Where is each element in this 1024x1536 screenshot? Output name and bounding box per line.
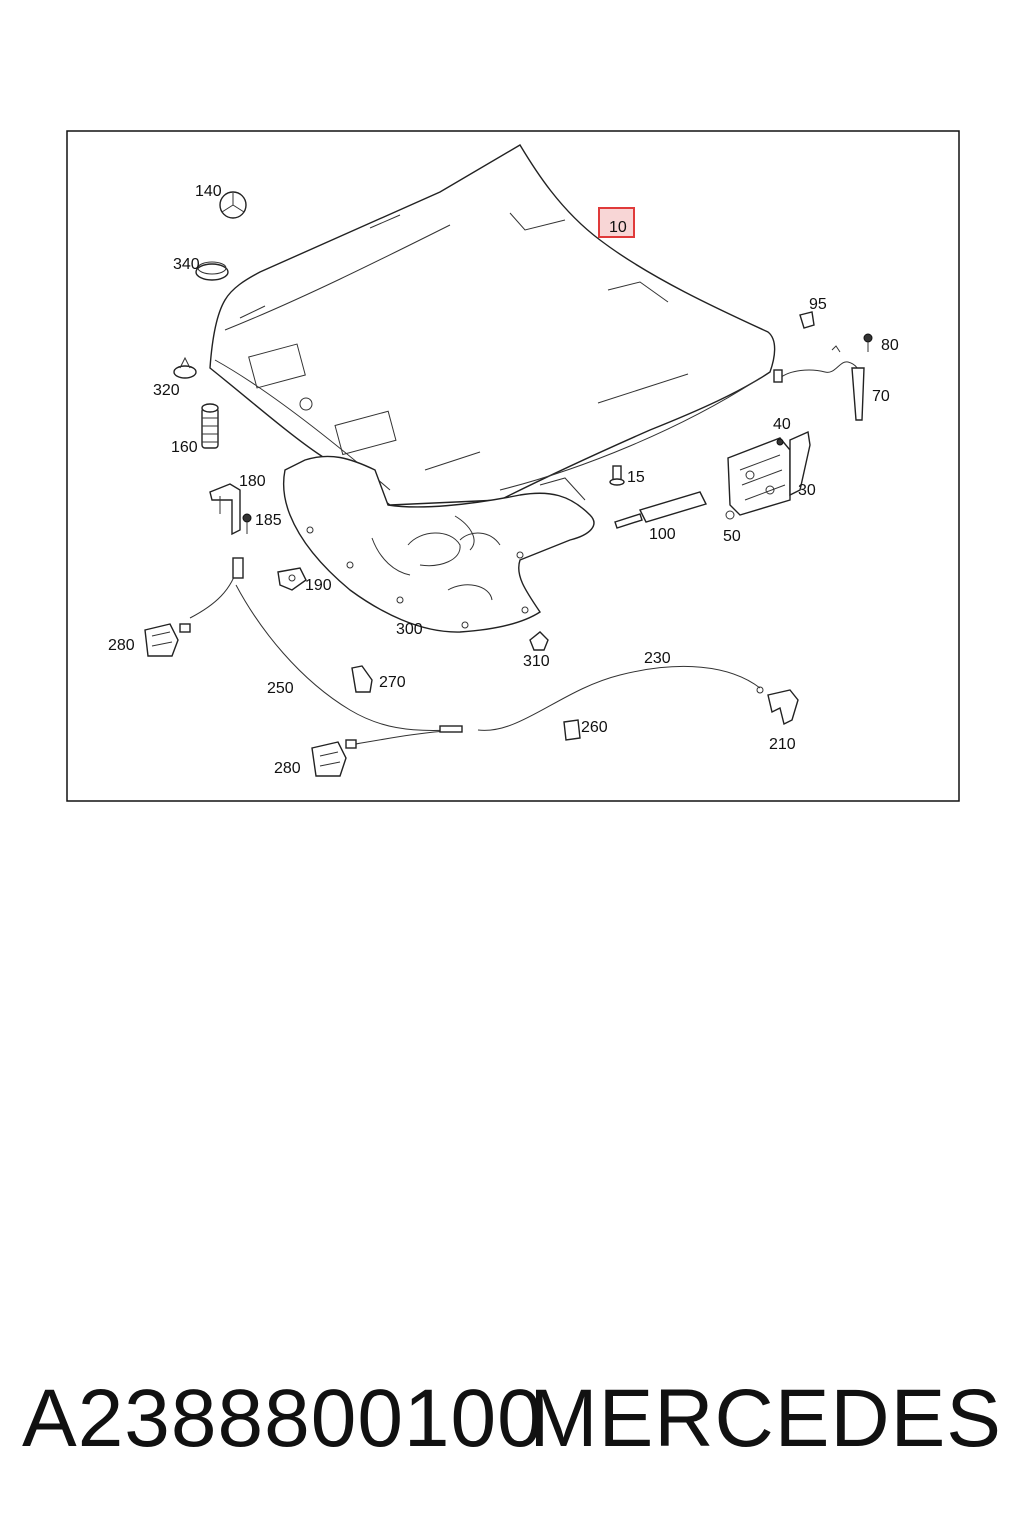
cable-holder-270[interactable] [351,665,373,693]
hood-hinge-part[interactable] [725,430,811,520]
callout-280-bottom[interactable]: 280 [274,760,301,777]
callout-10[interactable]: 10 [609,219,627,236]
hood-lock-280b[interactable] [311,739,357,777]
callout-230[interactable]: 230 [644,650,671,667]
callout-185[interactable]: 185 [255,512,282,529]
callout-95[interactable]: 95 [809,296,827,313]
release-handle-210[interactable] [767,689,799,726]
buffer-part[interactable] [173,356,197,379]
hood-clip-part[interactable] [277,567,307,591]
callout-180[interactable]: 180 [239,473,266,490]
bracket-part[interactable] [209,483,241,536]
clip-95-part[interactable] [799,311,815,329]
caption-bar: A2388800100 MERCEDES [0,1372,1024,1472]
callout-15[interactable]: 15 [627,469,645,486]
ball-stud-part[interactable] [609,465,625,486]
gas-strut-part[interactable] [614,491,707,529]
callout-50[interactable]: 50 [723,528,741,545]
star-emblem-part[interactable] [219,191,247,219]
callout-270[interactable]: 270 [379,674,406,691]
hood-lock-280a[interactable] [144,623,191,657]
callout-140[interactable]: 140 [195,183,222,200]
callout-80[interactable]: 80 [881,337,899,354]
callout-340[interactable]: 340 [173,256,200,273]
callout-160[interactable]: 160 [171,439,198,456]
grommet-part[interactable] [195,261,229,281]
sensor-rod-part[interactable] [773,345,865,421]
callout-310[interactable]: 310 [523,653,550,670]
clip-260-part[interactable] [563,719,581,741]
callout-300[interactable]: 300 [396,621,423,638]
adjustable-stop-part[interactable] [201,403,219,449]
screw-part[interactable] [242,513,252,534]
callout-100[interactable]: 100 [649,526,676,543]
callout-190[interactable]: 190 [305,577,332,594]
release-cable-250[interactable] [189,557,463,746]
callout-280-left[interactable]: 280 [108,637,135,654]
diagram-border [66,130,960,802]
hood-insulation[interactable] [282,455,595,633]
clip-310-part[interactable] [529,631,549,651]
brand-text: MERCEDES [529,1373,1002,1464]
screw-80-part[interactable] [863,333,873,352]
hood-panel[interactable] [209,144,776,506]
callout-250[interactable]: 250 [267,680,294,697]
highlight-box [598,207,635,238]
callout-30[interactable]: 30 [798,482,816,499]
callout-70[interactable]: 70 [872,388,890,405]
callout-40[interactable]: 40 [773,416,791,433]
part-number-text: A2388800100 [22,1373,544,1464]
release-cable-230[interactable] [477,665,764,731]
callout-260[interactable]: 260 [581,719,608,736]
callout-320[interactable]: 320 [153,382,180,399]
parts-diagram: 10 140 340 320 160 180 185 190 280 250 2… [66,130,960,802]
callout-210[interactable]: 210 [769,736,796,753]
